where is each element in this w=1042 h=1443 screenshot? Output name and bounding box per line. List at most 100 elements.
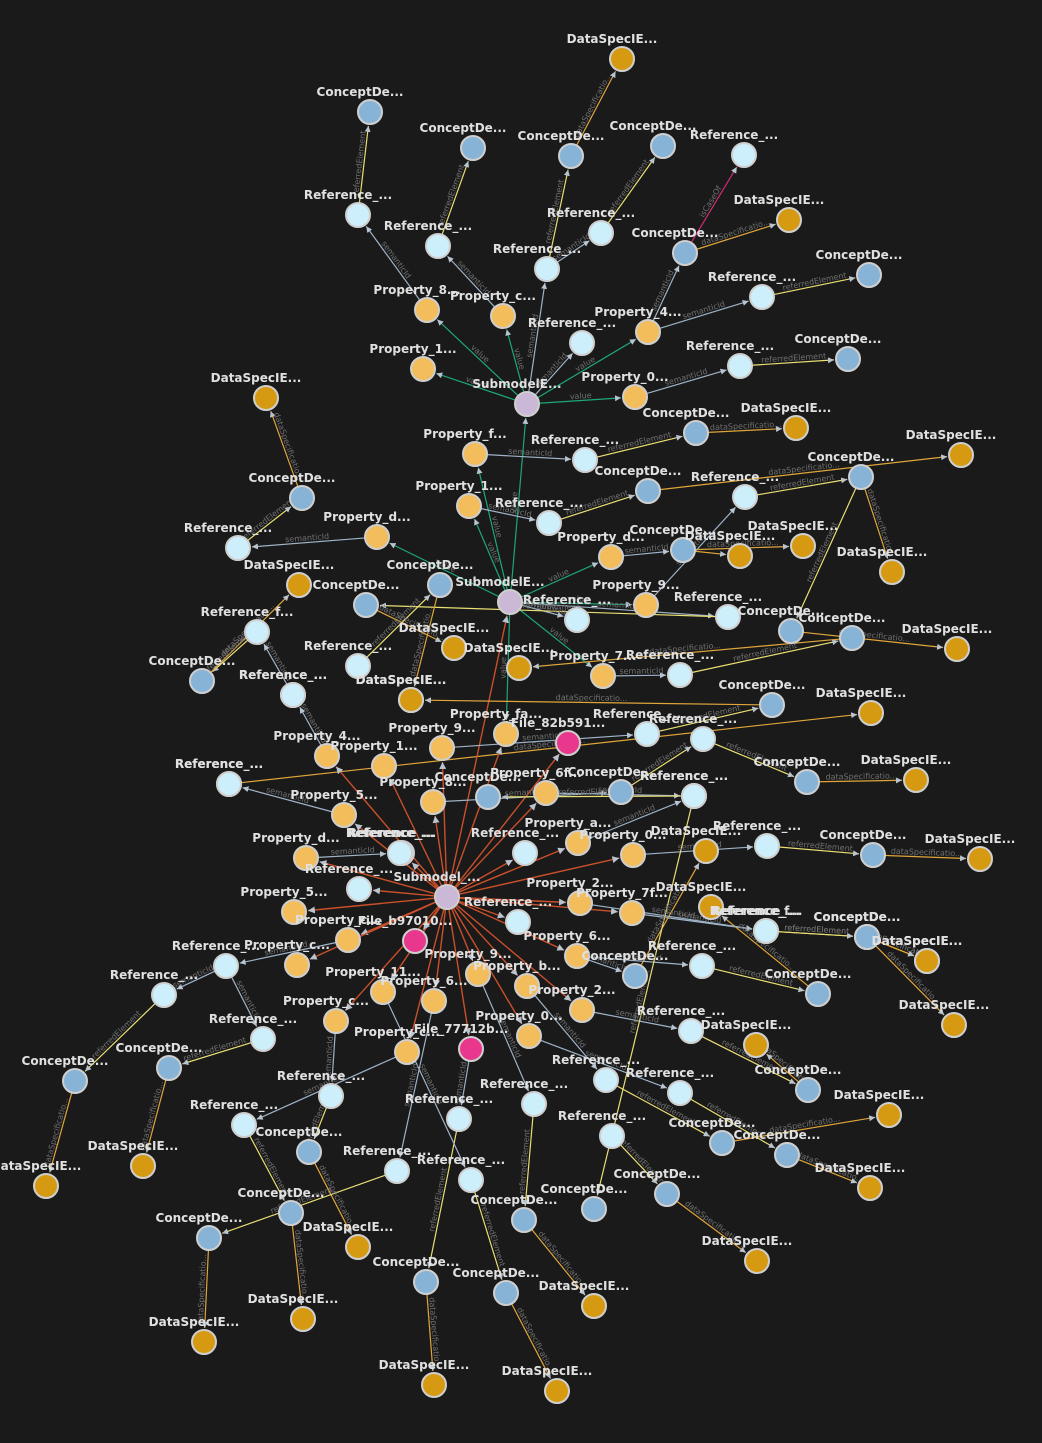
reference-node[interactable]: [569, 330, 595, 356]
reference-node[interactable]: [446, 1106, 472, 1132]
concept-node[interactable]: [839, 625, 865, 651]
dataspec-node[interactable]: [693, 838, 719, 864]
concept-node[interactable]: [608, 779, 634, 805]
reference-node[interactable]: [749, 284, 775, 310]
reference-node[interactable]: [588, 220, 614, 246]
dataspec-node[interactable]: [903, 767, 929, 793]
reference-node[interactable]: [689, 953, 715, 979]
reference-node[interactable]: [667, 1080, 693, 1106]
concept-node[interactable]: [156, 1055, 182, 1081]
property-node[interactable]: [590, 663, 616, 689]
concept-node[interactable]: [558, 143, 584, 169]
dataspec-node[interactable]: [743, 1032, 769, 1058]
concept-node[interactable]: [856, 262, 882, 288]
dataspec-node[interactable]: [944, 636, 970, 662]
concept-node[interactable]: [778, 618, 804, 644]
property-node[interactable]: [514, 973, 540, 999]
property-node[interactable]: [598, 544, 624, 570]
concept-node[interactable]: [493, 1280, 519, 1306]
dataspec-node[interactable]: [191, 1329, 217, 1355]
dataspec-node[interactable]: [581, 1293, 607, 1319]
concept-node[interactable]: [296, 1139, 322, 1165]
concept-node[interactable]: [854, 924, 880, 950]
concept-node[interactable]: [774, 1142, 800, 1168]
property-node[interactable]: [414, 297, 440, 323]
dataspec-node[interactable]: [879, 559, 905, 585]
property-node[interactable]: [533, 780, 559, 806]
reference-node[interactable]: [505, 909, 531, 935]
property-node[interactable]: [370, 979, 396, 1005]
dataspec-node[interactable]: [290, 1306, 316, 1332]
file-node[interactable]: [458, 1036, 484, 1062]
concept-node[interactable]: [189, 668, 215, 694]
reference-node[interactable]: [512, 840, 538, 866]
concept-node[interactable]: [759, 692, 785, 718]
property-node[interactable]: [622, 384, 648, 410]
concept-node[interactable]: [475, 784, 501, 810]
property-node[interactable]: [314, 743, 340, 769]
reference-node[interactable]: [231, 1112, 257, 1138]
reference-node[interactable]: [599, 1123, 625, 1149]
dataspec-node[interactable]: [33, 1173, 59, 1199]
reference-node[interactable]: [572, 447, 598, 473]
dataspec-node[interactable]: [727, 543, 753, 569]
dataspec-node[interactable]: [858, 700, 884, 726]
concept-node[interactable]: [670, 537, 696, 563]
dataspec-node[interactable]: [345, 1234, 371, 1260]
reference-node[interactable]: [681, 783, 707, 809]
dataspec-node[interactable]: [783, 415, 809, 441]
reference-node[interactable]: [216, 771, 242, 797]
dataspec-node[interactable]: [441, 635, 467, 661]
concept-node[interactable]: [672, 240, 698, 266]
reference-node[interactable]: [250, 1026, 276, 1052]
property-node[interactable]: [619, 900, 645, 926]
concept-node[interactable]: [357, 99, 383, 125]
dataspec-node[interactable]: [398, 687, 424, 713]
property-node[interactable]: [633, 592, 659, 618]
dataspec-node[interactable]: [967, 846, 993, 872]
property-node[interactable]: [394, 1039, 420, 1065]
reference-node[interactable]: [346, 876, 372, 902]
property-node[interactable]: [364, 524, 390, 550]
dataspec-node[interactable]: [609, 46, 635, 72]
property-node[interactable]: [564, 943, 590, 969]
concept-node[interactable]: [289, 485, 315, 511]
property-node[interactable]: [516, 1023, 542, 1049]
file-node[interactable]: [555, 730, 581, 756]
reference-node[interactable]: [280, 682, 306, 708]
file-node[interactable]: [402, 928, 428, 954]
reference-node[interactable]: [564, 607, 590, 633]
dataspec-node[interactable]: [776, 207, 802, 233]
submodel-node[interactable]: [514, 391, 540, 417]
dataspec-node[interactable]: [253, 385, 279, 411]
dataspec-node[interactable]: [857, 1175, 883, 1201]
concept-node[interactable]: [413, 1269, 439, 1295]
submodel-node[interactable]: [497, 589, 523, 615]
reference-node[interactable]: [345, 653, 371, 679]
dataspec-node[interactable]: [914, 948, 940, 974]
reference-node[interactable]: [732, 484, 758, 510]
property-node[interactable]: [323, 1008, 349, 1034]
reference-node[interactable]: [727, 353, 753, 379]
dataspec-node[interactable]: [130, 1153, 156, 1179]
concept-node[interactable]: [848, 464, 874, 490]
concept-node[interactable]: [427, 572, 453, 598]
reference-node[interactable]: [318, 1083, 344, 1109]
concept-node[interactable]: [650, 133, 676, 159]
concept-node[interactable]: [795, 1077, 821, 1103]
property-node[interactable]: [281, 899, 307, 925]
property-node[interactable]: [465, 961, 491, 987]
dataspec-node[interactable]: [941, 1012, 967, 1038]
concept-node[interactable]: [635, 478, 661, 504]
dataspec-node[interactable]: [698, 894, 724, 920]
reference-node[interactable]: [458, 1167, 484, 1193]
concept-node[interactable]: [278, 1200, 304, 1226]
property-node[interactable]: [410, 356, 436, 382]
concept-node[interactable]: [835, 346, 861, 372]
concept-node[interactable]: [805, 981, 831, 1007]
reference-node[interactable]: [536, 510, 562, 536]
reference-node[interactable]: [151, 982, 177, 1008]
concept-node[interactable]: [62, 1068, 88, 1094]
concept-node[interactable]: [196, 1225, 222, 1251]
concept-node[interactable]: [794, 769, 820, 795]
